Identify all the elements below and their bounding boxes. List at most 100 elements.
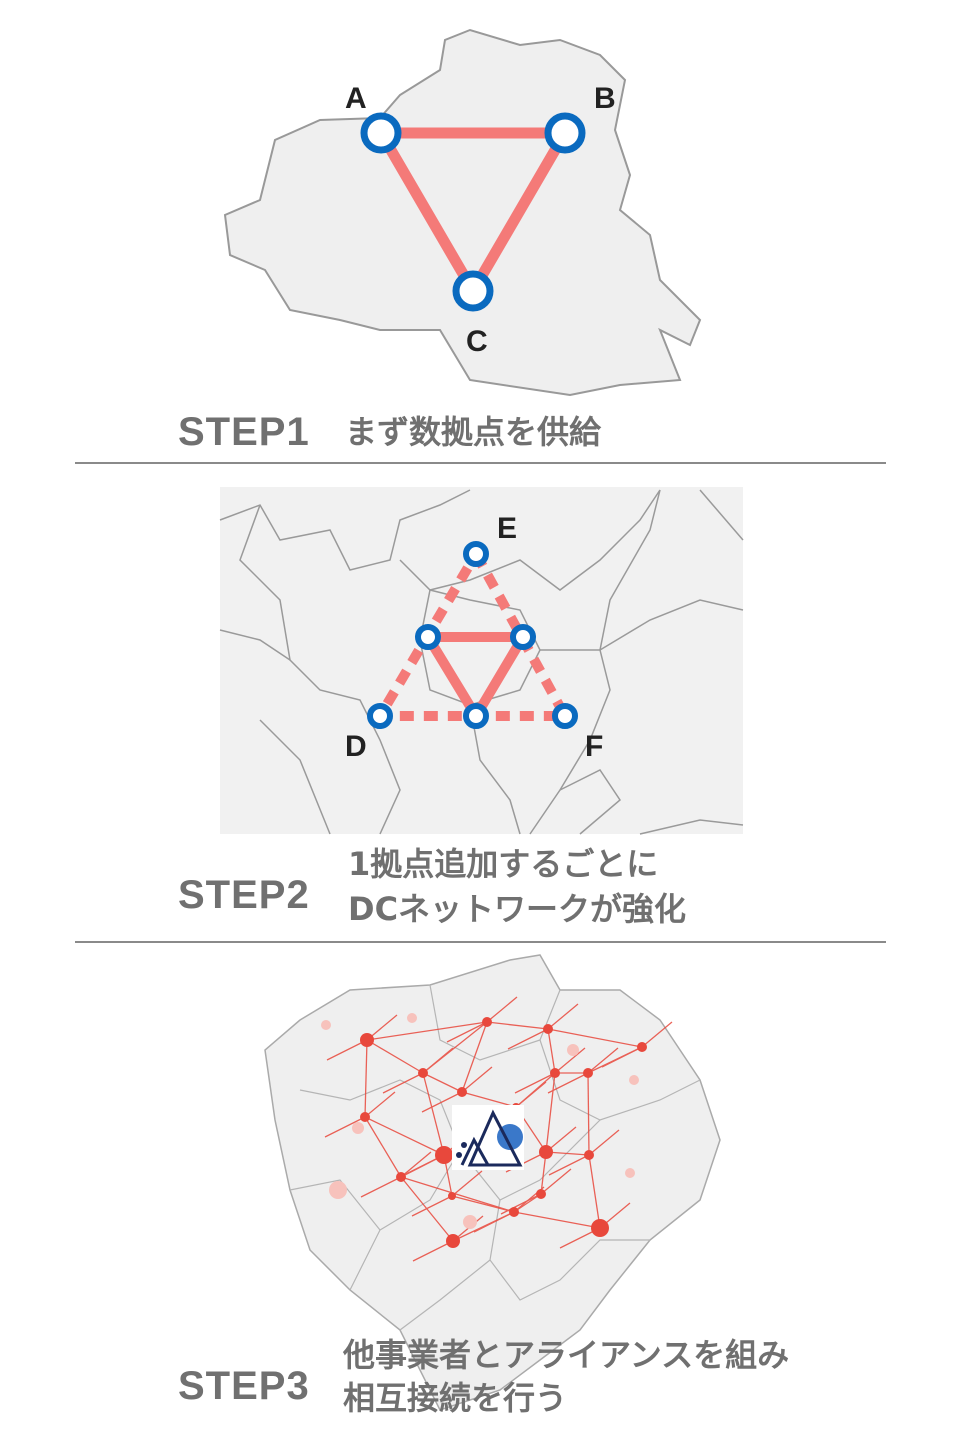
network-link: [587, 1047, 619, 1074]
alliance-logo: [452, 1105, 524, 1170]
divider: [75, 462, 886, 464]
network-link: [545, 1151, 590, 1156]
network-link: [421, 1091, 463, 1113]
network-node: [360, 1033, 374, 1047]
network-node-faint: [352, 1122, 364, 1134]
network-link: [360, 1176, 402, 1198]
network-link: [422, 1072, 463, 1093]
step1-diagram: [223, 28, 702, 397]
network-link: [422, 1047, 454, 1074]
step1-label: STEP1: [178, 410, 310, 454]
network-link: [515, 1081, 547, 1108]
node-c: [452, 270, 494, 312]
step3-map-region: [264, 954, 721, 1411]
network-link: [554, 1047, 586, 1074]
network-link: [366, 1039, 424, 1074]
node-inner-bottom: [463, 703, 489, 729]
network-node: [448, 1192, 456, 1200]
node-f-label: F: [585, 730, 604, 763]
network-node: [509, 1207, 519, 1217]
step3-caption-line1: 他事業者とアライアンスを組み: [343, 1336, 790, 1374]
network-node: [446, 1234, 460, 1248]
network-link: [486, 996, 518, 1023]
network-link: [364, 1116, 402, 1178]
network-node-faint: [625, 1168, 635, 1178]
network-node: [584, 1150, 594, 1160]
network-link: [326, 1039, 368, 1061]
node-inner-right: [510, 624, 536, 650]
network-link: [588, 1129, 620, 1156]
network-link: [547, 1072, 589, 1094]
network-link: [366, 1021, 488, 1041]
network-link: [548, 1154, 590, 1176]
network-link: [411, 1195, 453, 1217]
step2-label: STEP2: [178, 873, 310, 917]
network-link: [545, 1072, 556, 1153]
network-link: [422, 1072, 445, 1156]
network-link: [364, 1116, 445, 1156]
step3-map-borders: [289, 984, 701, 1331]
network-link: [412, 1240, 454, 1262]
network-link: [507, 1028, 549, 1050]
network-node-faint: [321, 1020, 331, 1030]
network-link: [461, 1091, 517, 1108]
node-b: [544, 112, 586, 154]
node-c-label: C: [466, 325, 488, 358]
step2-inner-links: [419, 632, 532, 726]
network-link: [601, 1046, 643, 1068]
network-link: [486, 1021, 549, 1030]
network-link: [461, 1021, 488, 1093]
network-node: [536, 1189, 546, 1199]
node-b-label: B: [594, 82, 616, 115]
network-link: [547, 1028, 643, 1048]
node-e-label: E: [497, 512, 518, 545]
network-link: [461, 1066, 493, 1093]
network-link: [547, 1028, 556, 1074]
step2-caption-line2: DCネットワークが強化: [348, 890, 687, 928]
network-node-faint: [567, 1044, 579, 1056]
network-node-faint: [407, 1013, 417, 1023]
step1-caption: まず数拠点を供給: [345, 413, 602, 451]
network-node-faint: [329, 1181, 347, 1199]
network-link: [451, 1170, 483, 1197]
network-link: [514, 1072, 556, 1094]
network-link: [324, 1116, 366, 1138]
network-link: [364, 1091, 396, 1118]
network-link: [540, 1168, 572, 1195]
network-node-faint: [629, 1075, 639, 1085]
network-link: [446, 1021, 488, 1043]
network-link: [364, 1039, 368, 1118]
network-node: [539, 1145, 553, 1159]
network-node: [396, 1172, 406, 1182]
node-a-label: A: [345, 82, 367, 115]
network-link: [473, 1211, 515, 1233]
network-link: [641, 1021, 673, 1048]
node-f: [552, 703, 578, 729]
network-link: [547, 1003, 579, 1030]
node-d: [367, 703, 393, 729]
network-node: [583, 1068, 593, 1078]
network-link: [500, 1193, 542, 1215]
network-node: [457, 1087, 467, 1097]
node-e: [463, 541, 489, 567]
step1-link-triangle: [371, 127, 575, 302]
network-link: [400, 1176, 515, 1213]
node-a: [360, 112, 402, 154]
divider: [75, 941, 886, 943]
network-node: [482, 1017, 492, 1027]
network-node: [360, 1112, 370, 1122]
network-link: [540, 1151, 547, 1195]
node-inner-left: [415, 624, 441, 650]
network-node: [543, 1024, 553, 1034]
network-link: [400, 1151, 432, 1178]
step3-caption-line2: 相互接続を行う: [343, 1379, 568, 1417]
network-node: [418, 1068, 428, 1078]
network-link: [513, 1211, 601, 1229]
network-link: [588, 1154, 601, 1229]
network-node: [637, 1042, 647, 1052]
step3-label: STEP3: [178, 1364, 310, 1408]
step2-diagram: [219, 487, 744, 835]
network-node-faint: [463, 1215, 477, 1229]
network-link: [382, 1072, 424, 1094]
